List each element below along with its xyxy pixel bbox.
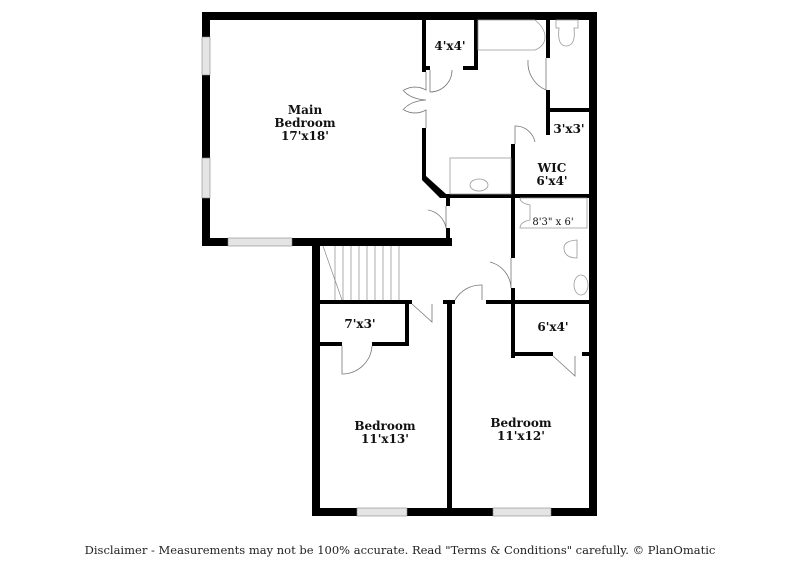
room-bath-label: 8'3" x 6' — [525, 216, 581, 229]
disclaimer-text: Disclaimer - Measurements may not be 100… — [84, 543, 716, 557]
room-dimensions: 17'x18' — [281, 129, 329, 143]
room-dimensions: 6'x4' — [537, 320, 569, 334]
room-name: Bedroom — [354, 419, 416, 433]
room-main-bedroom-label: Main Bedroom 17'x18' — [265, 104, 345, 143]
room-dimensions: 3'x3' — [553, 122, 585, 136]
room-dimensions: 6'x4' — [536, 174, 568, 188]
walls — [202, 12, 597, 516]
room-bedroom-3-label: Bedroom 11'x12' — [476, 417, 566, 443]
room-closet-7x3-label: 7'x3' — [338, 318, 382, 331]
room-name: WIC — [537, 161, 567, 175]
room-dimensions: 11'x12' — [497, 429, 545, 443]
room-dimensions: 4'x4' — [434, 39, 466, 53]
room-wic-label: WIC 6'x4' — [515, 162, 589, 188]
room-name-line2: Bedroom — [274, 116, 336, 130]
room-name-line1: Main — [287, 103, 323, 117]
room-dimensions: 11'x13' — [361, 432, 409, 446]
windows — [201, 36, 552, 517]
room-name: Bedroom — [490, 416, 552, 430]
doors — [341, 58, 576, 377]
stairs — [322, 245, 400, 301]
fixtures — [449, 19, 589, 296]
room-closet-4x4-label: 4'x4' — [428, 40, 472, 53]
room-dimensions: 8'3" x 6' — [532, 217, 574, 228]
room-closet-6x4-label: 6'x4' — [530, 321, 576, 334]
room-closet-3x3-label: 3'x3' — [549, 123, 589, 136]
room-dimensions: 7'x3' — [344, 317, 376, 331]
room-bedroom-2-label: Bedroom 11'x13' — [340, 420, 430, 446]
